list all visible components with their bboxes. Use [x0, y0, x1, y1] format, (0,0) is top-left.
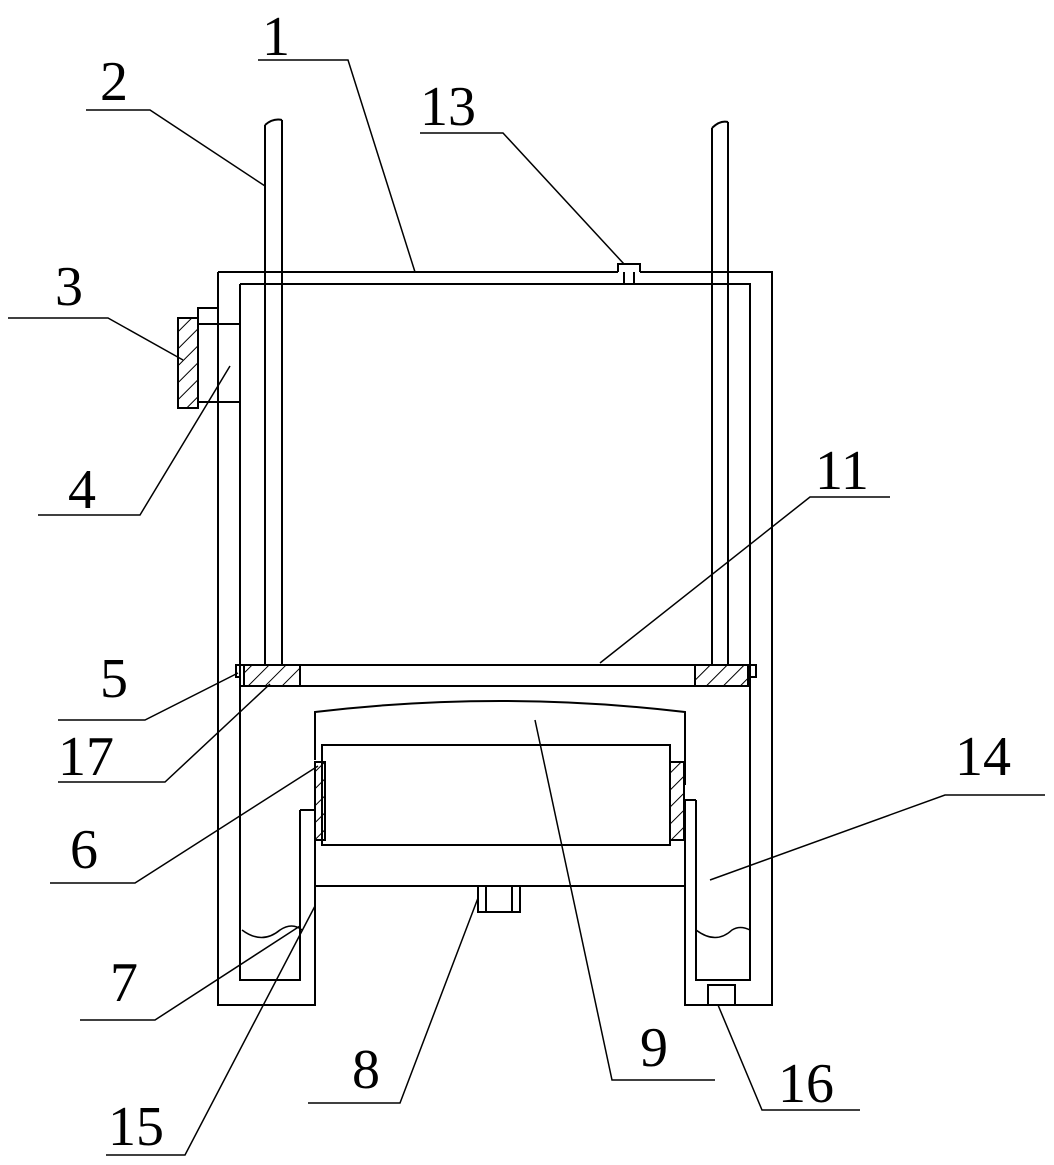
- label-15: 15: [108, 1096, 164, 1158]
- liquid-left: [241, 925, 303, 939]
- pad-right: [669, 761, 685, 841]
- guide-rod-left: [264, 118, 283, 665]
- label-11: 11: [815, 440, 869, 502]
- leader-lines: [8, 59, 1045, 1156]
- seal-right: [694, 664, 749, 687]
- guide-rod-right: [711, 120, 729, 665]
- label-9: 9: [640, 1017, 668, 1079]
- inlet-flange: [177, 317, 199, 409]
- liquid-right: [695, 926, 751, 939]
- label-14: 14: [955, 726, 1011, 788]
- label-5: 5: [100, 648, 128, 710]
- label-2: 2: [100, 51, 128, 113]
- label-7: 7: [110, 952, 138, 1014]
- label-4: 4: [68, 459, 96, 521]
- inner-wall: [239, 283, 751, 981]
- cap: [314, 700, 686, 785]
- label-16: 16: [778, 1053, 834, 1115]
- top-nozzle: [617, 263, 641, 284]
- drain: [707, 984, 736, 1005]
- pad-left: [314, 761, 326, 841]
- labels: 1 2 3 4 5 6 7 8 9 11 13 14 15 16 17: [55, 6, 1011, 1158]
- label-8: 8: [352, 1039, 380, 1101]
- bottom-outlet: [477, 886, 521, 913]
- label-17: 17: [58, 726, 114, 788]
- label-13: 13: [420, 76, 476, 138]
- label-3: 3: [55, 256, 83, 318]
- chamber-body: [314, 744, 686, 887]
- outer-housing: [217, 271, 773, 1006]
- label-6: 6: [70, 819, 98, 881]
- piston-plate: [235, 664, 757, 687]
- seal-left: [243, 664, 301, 687]
- label-1: 1: [262, 6, 290, 68]
